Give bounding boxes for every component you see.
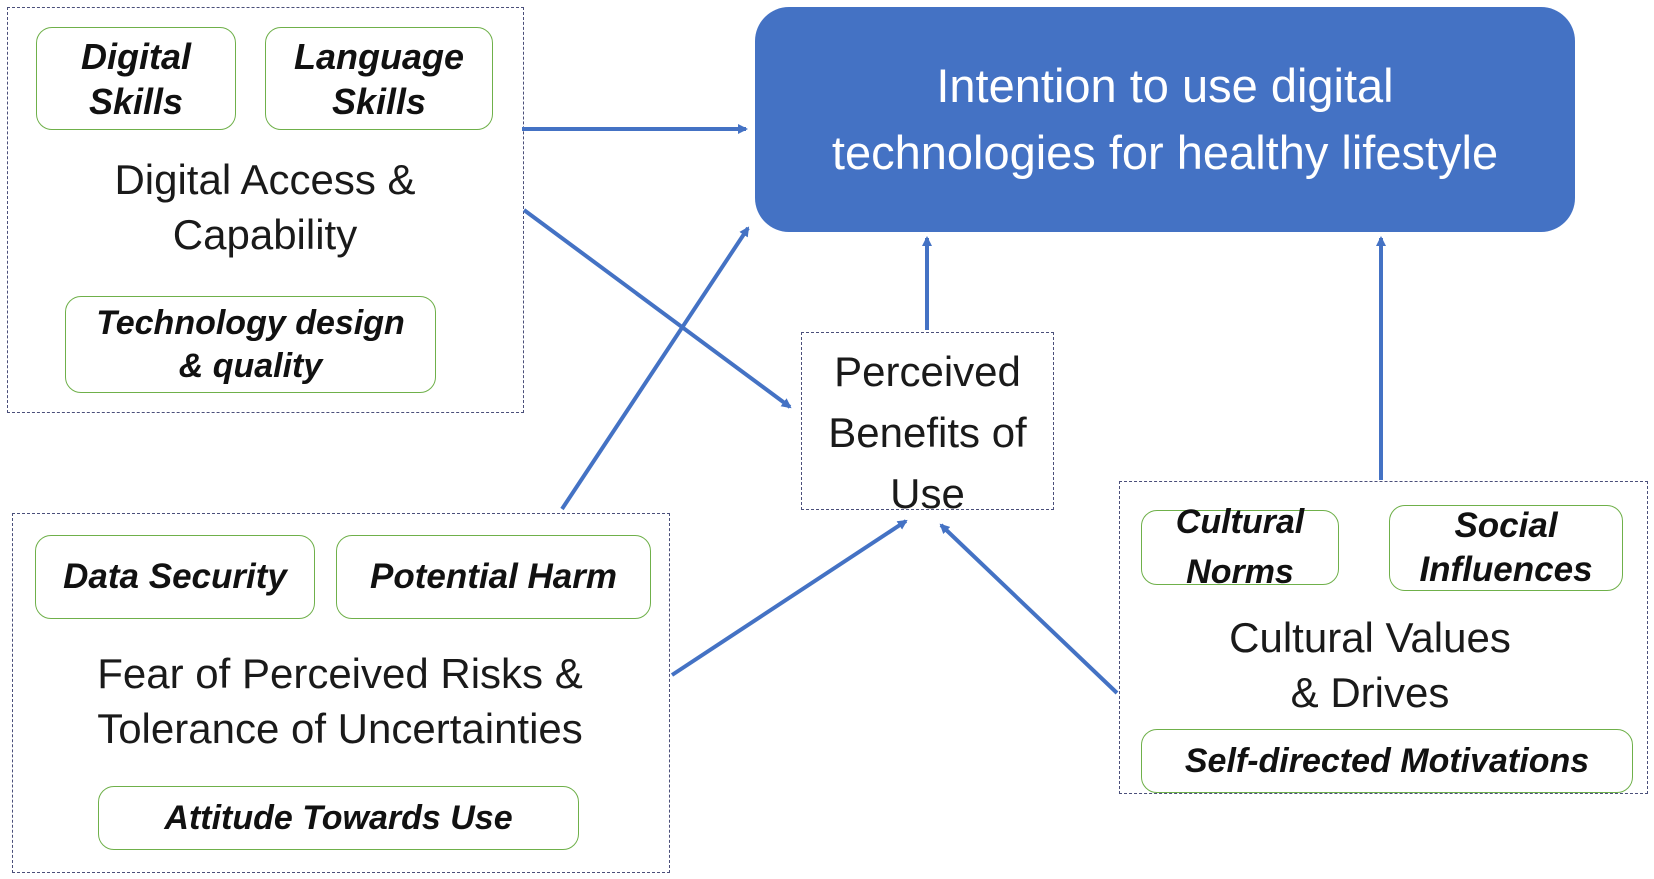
technology-design-factor: Technology design & quality [65, 296, 436, 393]
self-directed-motivations-factor: Self-directed Motivations [1141, 729, 1633, 793]
fear-risks-group [12, 513, 670, 873]
fear-risks-label: Fear of Perceived Risks & Tolerance of U… [97, 650, 583, 753]
attitude-towards-use-factor: Attitude Towards Use [98, 786, 579, 850]
digital-access-label: Digital Access & Capability [114, 156, 416, 259]
data-security-factor: Data Security [35, 535, 315, 619]
cultural-values-label: Cultural Values & Drives [1229, 614, 1511, 717]
potential-harm-factor: Potential Harm [336, 535, 651, 619]
cultural-norms-factor: Cultural Norms [1141, 503, 1339, 591]
arrow-access-to-benefits [522, 208, 792, 409]
arrow-cultural-to-benefits [939, 523, 1119, 695]
perceived-benefits-label: Perceived Benefits of Use [828, 348, 1027, 517]
perceived-benefits-node [801, 332, 1054, 510]
digital-skills-factor: Digital Skills [36, 27, 236, 130]
intention-node: Intention to use digital technologies fo… [755, 7, 1575, 232]
arrow-risks-to-intention [560, 226, 750, 511]
cultural-values-group [1119, 481, 1648, 794]
language-skills-factor: Language Skills [265, 27, 493, 130]
arrow-risks-to-benefits [670, 519, 908, 677]
social-influences-factor: Social Influences [1389, 505, 1623, 591]
